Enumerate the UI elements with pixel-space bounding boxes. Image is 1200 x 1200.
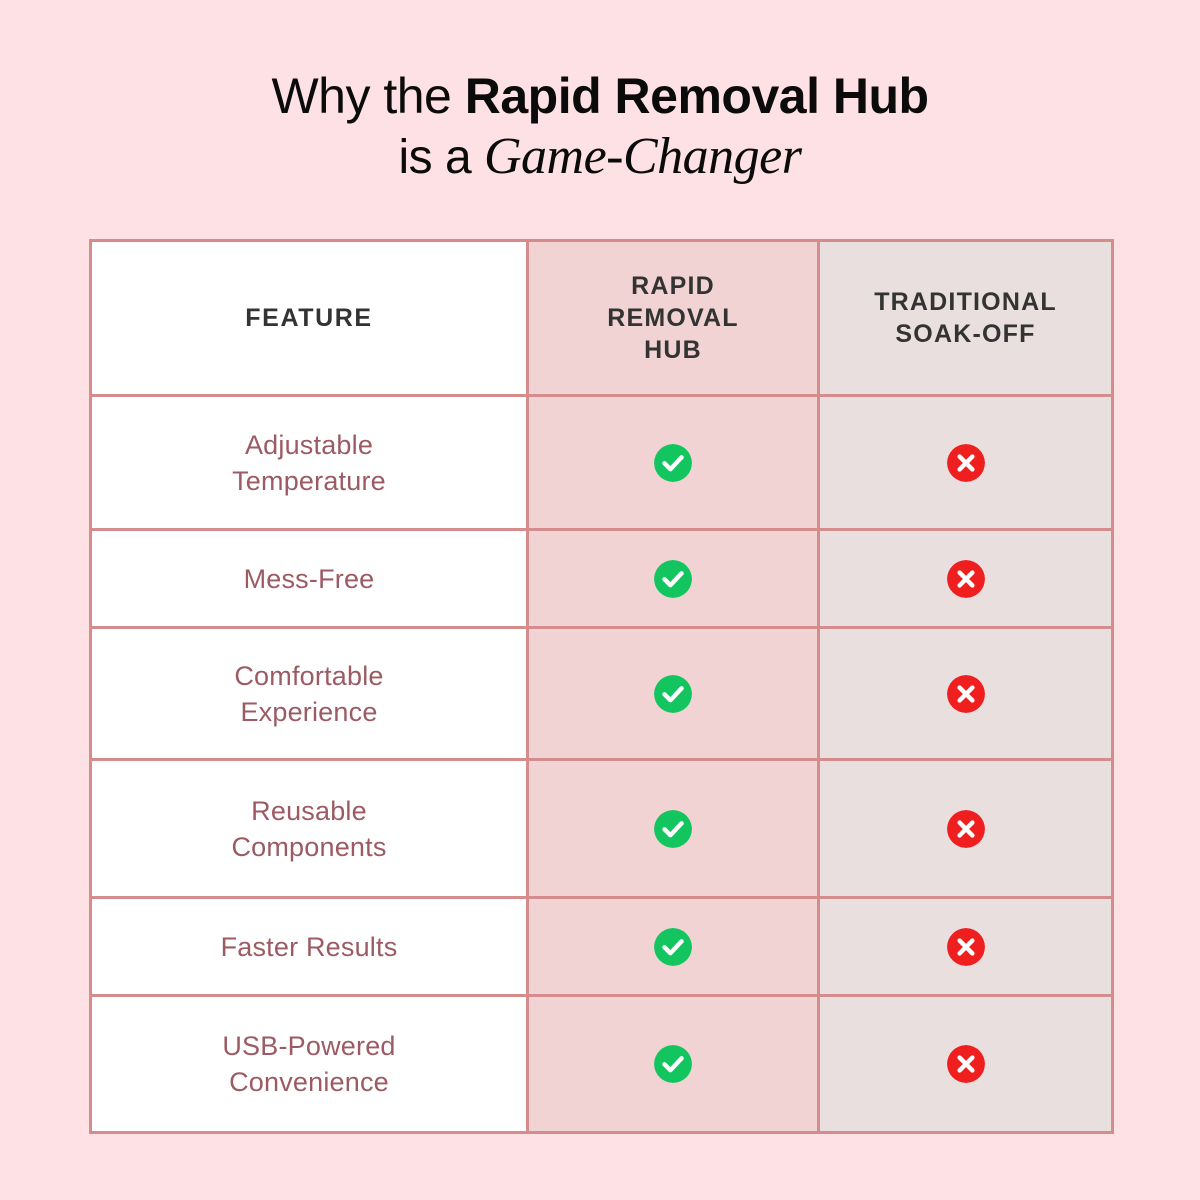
- column-header-feature: FEATURE: [89, 239, 529, 397]
- check-circle-icon: [529, 629, 817, 758]
- table-row: Faster Results: [89, 896, 1114, 997]
- hub-cell-reusable-components: [526, 758, 820, 899]
- feature-line-1: Comfortable: [234, 660, 384, 691]
- title-italic-part: Game-Changer: [484, 128, 802, 185]
- cross-circle-icon: [820, 761, 1111, 896]
- hub-cell-mess-free: [526, 528, 820, 629]
- page-title: Why the Rapid Removal Hub is a Game-Chan…: [0, 66, 1200, 187]
- feature-line-1: USB-Powered: [222, 1031, 396, 1061]
- feature-line-1: Reusable: [251, 795, 367, 826]
- feature-cell-comfortable-experience: Comfortable Experience: [89, 626, 529, 761]
- table-header-row: FEATURE RAPID REMOVAL HUB TRADITIONAL SO…: [89, 239, 1114, 397]
- column-header-feature-label: FEATURE: [245, 303, 373, 332]
- traditional-cell-mess-free: [817, 528, 1114, 629]
- hub-cell-faster-results: [526, 896, 820, 997]
- table-row: Adjustable Temperature: [89, 394, 1114, 531]
- traditional-cell-comfortable-experience: [817, 626, 1114, 761]
- traditional-cell-faster-results: [817, 896, 1114, 997]
- check-circle-icon: [529, 997, 817, 1131]
- feature-line-2: Temperature: [232, 465, 386, 496]
- title-line-2: is a Game-Changer: [0, 128, 1200, 187]
- feature-cell-adjustable-temperature: Adjustable Temperature: [89, 394, 529, 531]
- check-circle-icon: [529, 761, 817, 896]
- feature-cell-reusable-components: Reusable Components: [89, 758, 529, 899]
- feature-cell-usb-powered-convenience: USB-Powered Convenience: [89, 994, 529, 1134]
- traditional-cell-reusable-components: [817, 758, 1114, 899]
- table-row: USB-Powered Convenience: [89, 994, 1114, 1134]
- title-regular-part-1: Why the: [271, 68, 465, 124]
- check-circle-icon: [529, 899, 817, 994]
- feature-line-2: Components: [231, 831, 387, 862]
- hub-cell-adjustable-temperature: [526, 394, 820, 531]
- column-header-hub-line-3: HUB: [644, 336, 702, 364]
- table-row: Comfortable Experience: [89, 626, 1114, 761]
- cross-circle-icon: [820, 629, 1111, 758]
- hub-cell-comfortable-experience: [526, 626, 820, 761]
- column-header-hub-line-2: REMOVAL: [607, 304, 739, 332]
- traditional-cell-usb-powered-convenience: [817, 994, 1114, 1134]
- feature-line-1: Faster Results: [220, 931, 398, 962]
- traditional-cell-adjustable-temperature: [817, 394, 1114, 531]
- cross-circle-icon: [820, 899, 1111, 994]
- comparison-table: FEATURE RAPID REMOVAL HUB TRADITIONAL SO…: [89, 239, 1114, 1134]
- title-regular-part-2: is a: [398, 131, 484, 184]
- column-header-rapid-removal-hub: RAPID REMOVAL HUB: [526, 239, 820, 397]
- feature-line-2: Experience: [240, 696, 378, 727]
- check-circle-icon: [529, 397, 817, 528]
- cross-circle-icon: [820, 397, 1111, 528]
- check-circle-icon: [529, 531, 817, 626]
- column-header-trad-line-1: TRADITIONAL: [874, 288, 1057, 316]
- feature-line-2: Convenience: [229, 1067, 389, 1097]
- feature-line-1: Adjustable: [244, 429, 374, 460]
- hub-cell-usb-powered-convenience: [526, 994, 820, 1134]
- table-row: Reusable Components: [89, 758, 1114, 899]
- column-header-hub-line-1: RAPID: [631, 272, 715, 300]
- column-header-trad-line-2: SOAK-OFF: [895, 320, 1036, 348]
- title-line-1: Why the Rapid Removal Hub: [0, 66, 1200, 126]
- cross-circle-icon: [820, 531, 1111, 626]
- title-bold-part: Rapid Removal Hub: [464, 68, 929, 124]
- feature-cell-faster-results: Faster Results: [89, 896, 529, 997]
- table-row: Mess-Free: [89, 528, 1114, 629]
- cross-circle-icon: [820, 997, 1111, 1131]
- column-header-traditional-soak-off: TRADITIONAL SOAK-OFF: [817, 239, 1114, 397]
- feature-cell-mess-free: Mess-Free: [89, 528, 529, 629]
- feature-line-1: Mess-Free: [243, 563, 375, 594]
